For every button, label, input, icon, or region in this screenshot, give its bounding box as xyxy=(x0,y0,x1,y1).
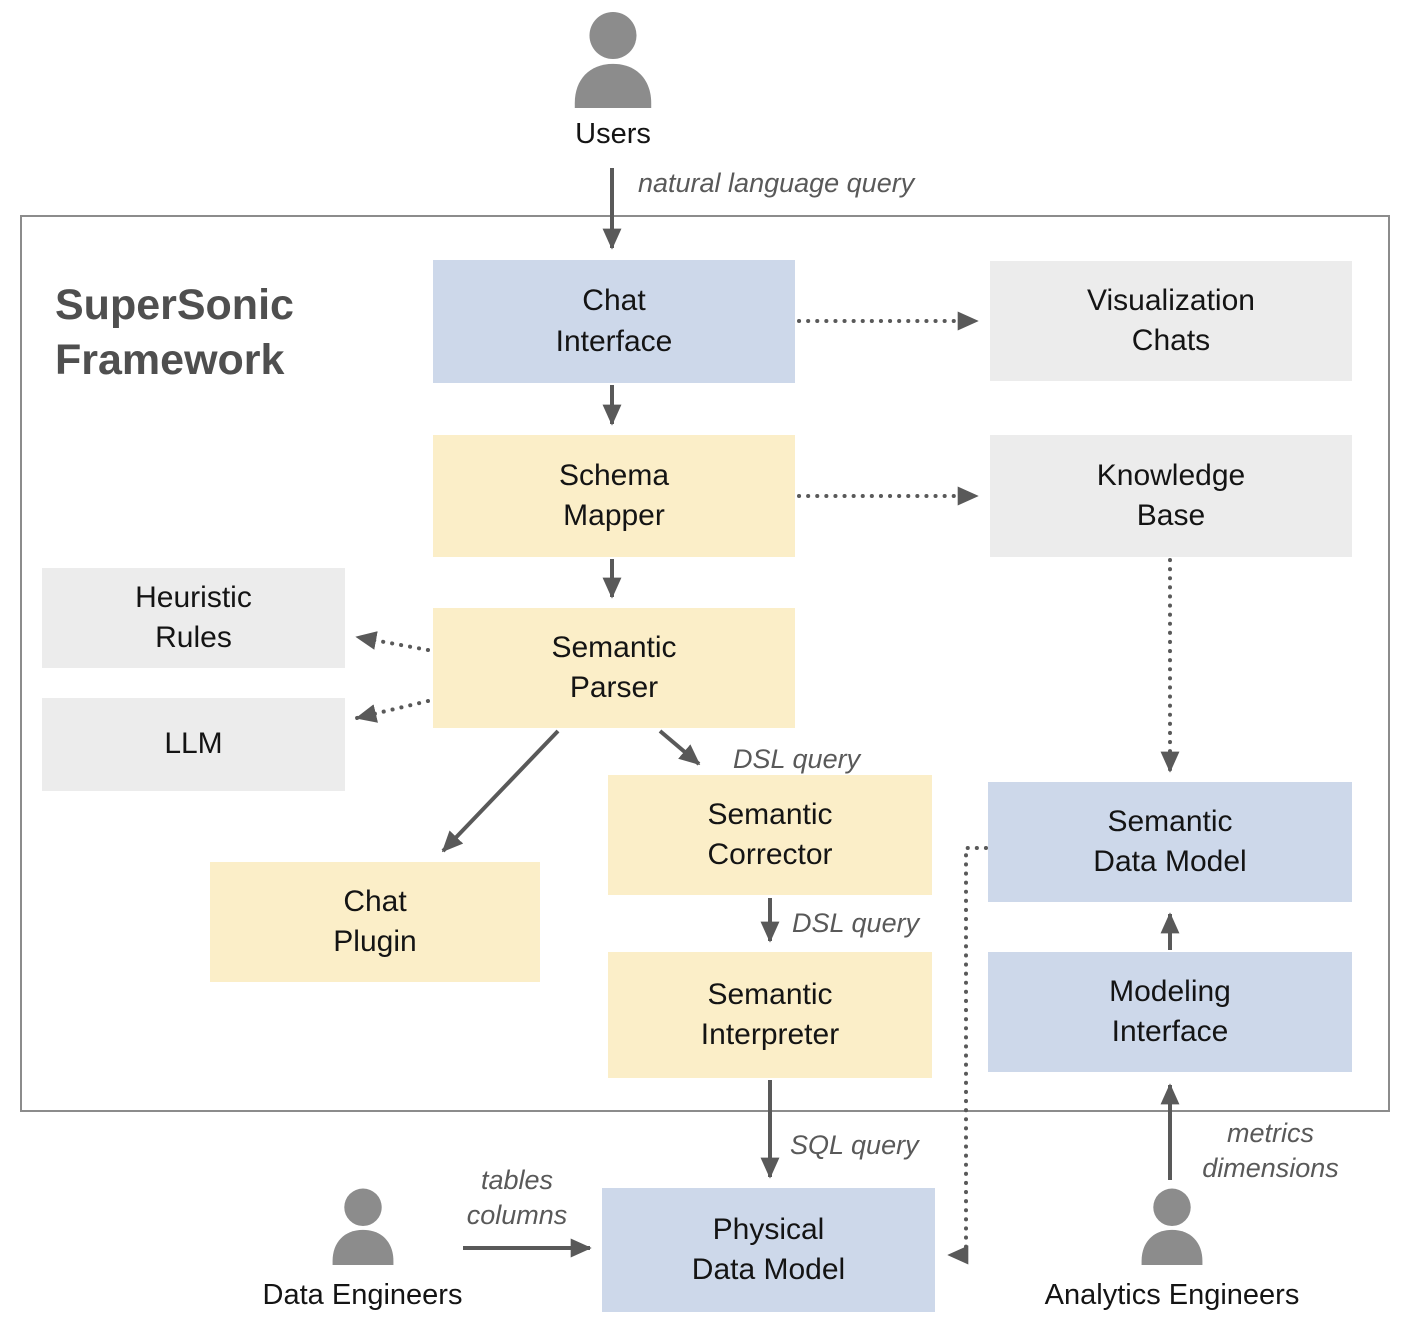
node-llm: LLM xyxy=(42,698,345,791)
edge-label-sql-query: SQL query xyxy=(790,1130,919,1160)
edge-label-dsl-query-2: DSL query xyxy=(792,908,920,938)
analytics-engineer-icon xyxy=(1133,1183,1211,1269)
node-physical-data-model: Physical Data Model xyxy=(602,1188,935,1312)
edge-label-dsl-query-1: DSL query xyxy=(733,744,861,774)
node-schema-mapper: Schema Mapper xyxy=(433,435,795,557)
actor-analytics-engineers: Analytics Engineers xyxy=(1022,1183,1322,1312)
actor-data-engineers: Data Engineers xyxy=(240,1183,485,1312)
framework-boundary xyxy=(20,215,1390,1112)
actor-analytics-engineers-label: Analytics Engineers xyxy=(1044,1279,1300,1311)
node-semantic-data-model: Semantic Data Model xyxy=(988,782,1352,902)
edge-label-tables-columns: tables columns xyxy=(466,1165,568,1231)
actor-data-engineers-label: Data Engineers xyxy=(262,1279,463,1311)
edge-label-metrics-dimensions: metrics dimensions xyxy=(1202,1118,1339,1184)
user-icon xyxy=(563,10,663,108)
data-engineer-icon xyxy=(324,1183,402,1269)
node-heuristic-rules: Heuristic Rules xyxy=(42,568,345,668)
node-semantic-interpreter: Semantic Interpreter xyxy=(608,952,932,1078)
node-chat-plugin: Chat Plugin xyxy=(210,862,540,982)
node-knowledge-base: Knowledge Base xyxy=(990,435,1352,557)
node-semantic-corrector: Semantic Corrector xyxy=(608,775,932,895)
node-semantic-parser: Semantic Parser xyxy=(433,608,795,728)
node-modeling-interface: Modeling Interface xyxy=(988,952,1352,1072)
actor-users: Users xyxy=(538,10,688,151)
node-visualization-chats: Visualization Chats xyxy=(990,261,1352,381)
actor-users-label: Users xyxy=(575,118,651,150)
edge-label-natural-language-query: natural language query xyxy=(638,168,915,198)
framework-title: SuperSonic Framework xyxy=(55,281,294,385)
node-chat-interface: Chat Interface xyxy=(433,260,795,383)
